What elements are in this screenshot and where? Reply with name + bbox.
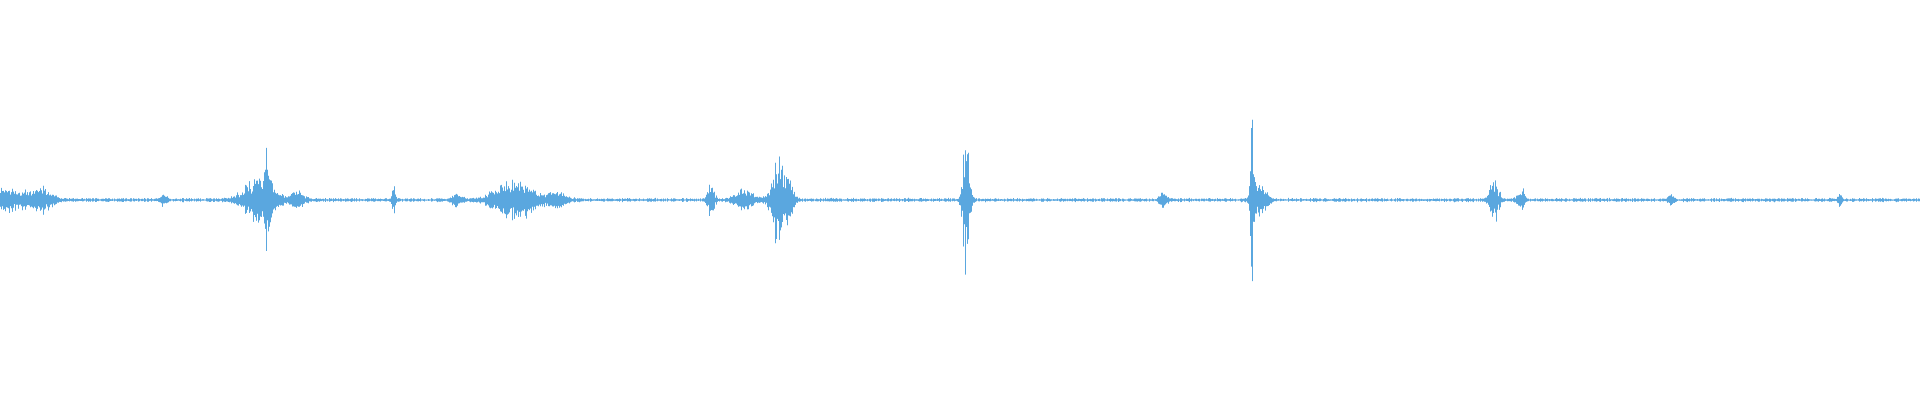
waveform-trace: [0, 119, 1920, 282]
waveform-path: [0, 119, 1920, 282]
